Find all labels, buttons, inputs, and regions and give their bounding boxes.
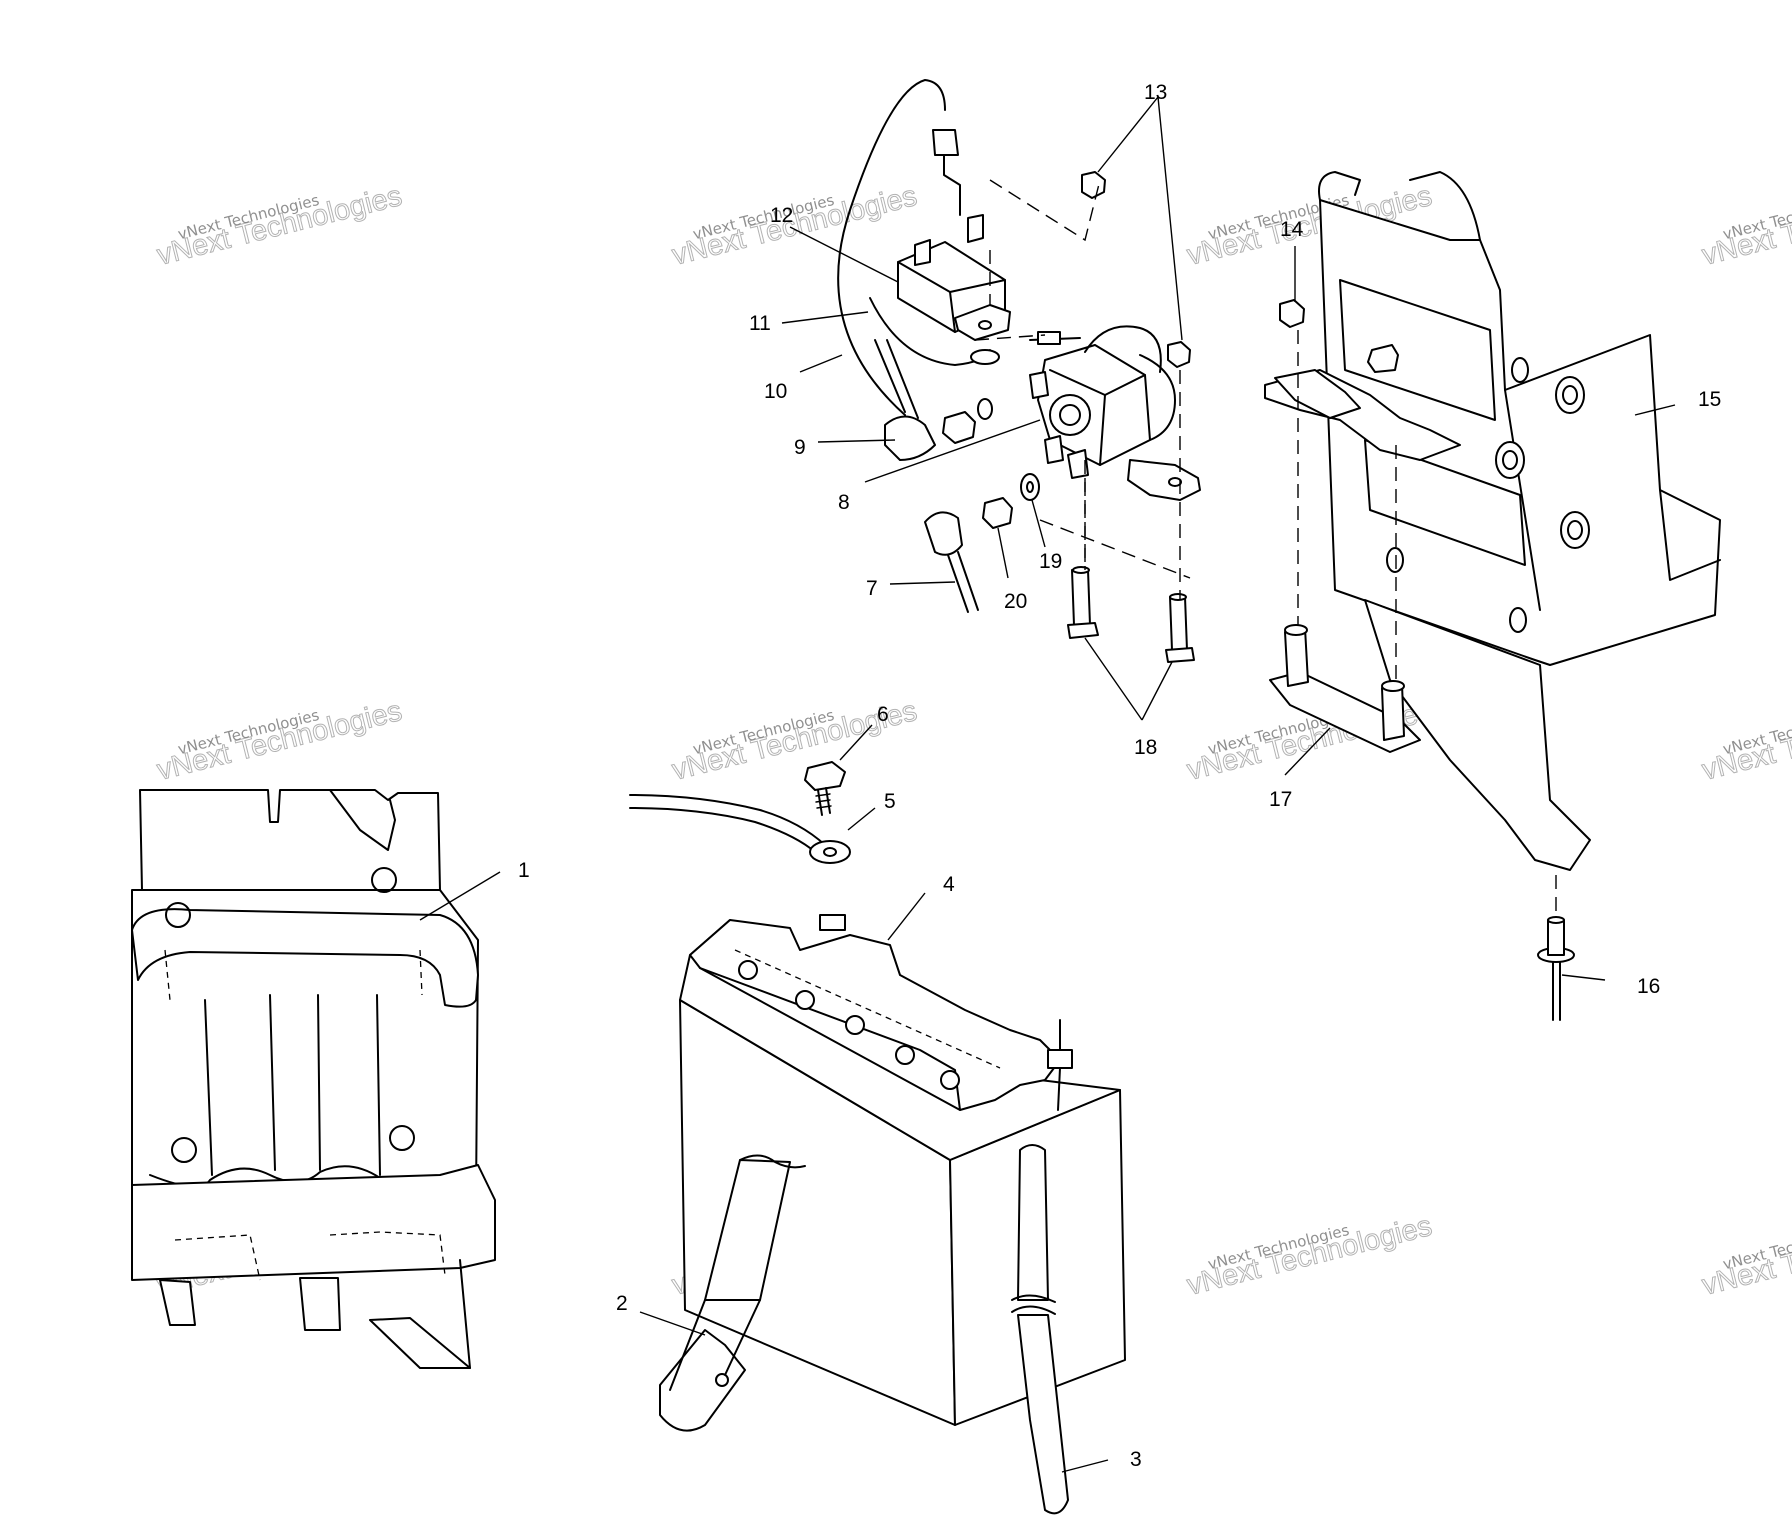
callout-14: 14: [1280, 218, 1304, 241]
callout-5: 5: [884, 790, 896, 813]
callout-19: 19: [1039, 550, 1062, 573]
watermark: vNext Technologies vNext Technologies: [668, 695, 920, 788]
leader-lines: [419, 96, 1676, 1473]
assembly-lines: [974, 179, 1557, 918]
callout-11: 11: [749, 312, 771, 335]
ground-cable-part: [629, 794, 851, 864]
hold-down-strap-part: [659, 1154, 806, 1432]
callout-3: 3: [1130, 1448, 1142, 1471]
watermark: vNext Technologies vNext Technologies: [1183, 1210, 1435, 1303]
mounting-bracket-part: [1264, 171, 1721, 871]
boot-cap-7: [924, 511, 979, 613]
callout-18: 18: [1134, 736, 1157, 759]
nut-small: [942, 411, 976, 444]
callout-12: 12: [770, 204, 793, 227]
nut-13-upper: [1081, 171, 1106, 199]
battery-box-part: [131, 789, 496, 1369]
relay-coil-part: [897, 214, 1011, 341]
watermark: vNext Technologies vNext Technologies: [1698, 1210, 1792, 1303]
watermark: vNext Technologies vNext Technologies: [1698, 695, 1792, 788]
washer-small: [977, 398, 993, 420]
callout-17: 17: [1269, 788, 1292, 811]
callout-13: 13: [1144, 81, 1167, 104]
callout-7: 7: [866, 577, 878, 600]
watermark: vNext Technologies vNext Technologies: [668, 180, 920, 273]
callout-labels: 1 2 3 4 5 6 7 8 9 10 11 12 13 14 15 16 1…: [518, 81, 1721, 1471]
bolt-18-left: [1067, 566, 1099, 639]
callout-10: 10: [764, 380, 787, 403]
nut-20: [982, 497, 1013, 529]
wire-10: [837, 79, 961, 416]
connector-wire-part: [869, 297, 1000, 366]
callout-4: 4: [943, 873, 955, 896]
bolt-18-right: [1165, 593, 1195, 663]
watermark: vNext Technologies vNext Technologies: [1698, 180, 1792, 273]
callout-9: 9: [794, 436, 806, 459]
callout-6: 6: [877, 703, 889, 726]
callout-2: 2: [616, 1292, 628, 1315]
callout-15: 15: [1698, 388, 1721, 411]
washer-19: [1020, 473, 1040, 501]
nut-14: [1279, 299, 1305, 328]
callout-8: 8: [838, 491, 850, 514]
watermark: vNext Technologies vNext Technologies: [153, 695, 405, 788]
vent-tube-part: [1011, 1144, 1069, 1515]
rivet-part: [1537, 916, 1575, 1021]
callout-16: 16: [1637, 975, 1660, 998]
nut-13-lower: [1167, 341, 1191, 368]
watermark: vNext Technologies vNext Technologies: [153, 180, 405, 273]
battery-part: [679, 914, 1126, 1426]
bolt-part: [804, 761, 846, 816]
callout-1: 1: [518, 859, 530, 882]
stud-plate-part: [1269, 624, 1421, 753]
boot-cap-part: [874, 339, 936, 461]
callout-20: 20: [1004, 590, 1027, 613]
